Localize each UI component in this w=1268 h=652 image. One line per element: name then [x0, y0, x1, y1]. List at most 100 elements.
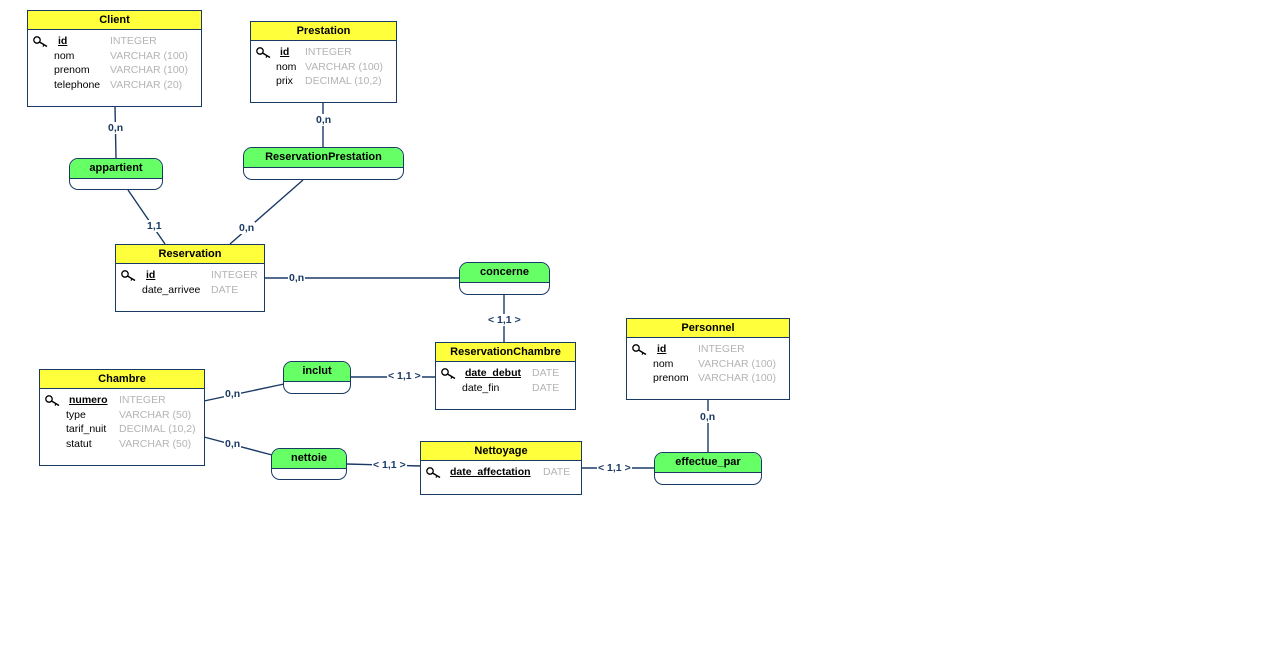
attribute-type: VARCHAR (100) — [110, 64, 188, 76]
association-title: ReservationPrestation — [244, 148, 403, 168]
entity-client[interactable]: Client id INTEGER nom VARCHAR (100) pren… — [27, 10, 202, 107]
key-icon — [121, 270, 136, 282]
attribute-name: date_fin — [462, 381, 500, 394]
cardinality-label: 0,n — [699, 411, 717, 423]
association-inclut[interactable]: inclut — [283, 361, 351, 394]
attribute-name: statut — [66, 437, 92, 450]
association-effectue-par[interactable]: effectue_par — [654, 452, 762, 485]
association-title: concerne — [460, 263, 549, 283]
attribute-name: date_affectation — [450, 466, 531, 478]
attribute-row: id INTEGER — [251, 46, 396, 61]
attribute-row: date_affectation DATE — [421, 466, 581, 481]
cardinality-label: 0,n — [224, 438, 242, 450]
entity-prestation[interactable]: Prestation id INTEGER nom VARCHAR (100) … — [250, 21, 397, 103]
attribute-name: prenom — [653, 372, 689, 384]
link-chambre-inclut — [203, 383, 285, 402]
entity-title: Reservation — [116, 245, 264, 264]
attribute-row: prenom VARCHAR (100) — [28, 64, 201, 79]
cardinality-label: 1,1 — [146, 220, 163, 232]
key-icon — [45, 395, 60, 407]
attribute-name: date_debut — [465, 367, 522, 379]
entity-title: Nettoyage — [421, 442, 581, 461]
attribute-name: nom — [653, 357, 674, 370]
attribute-name: nom — [54, 49, 75, 62]
attribute-name: date_arrivee — [142, 283, 201, 296]
attribute-name: id — [146, 269, 156, 281]
attribute-type: VARCHAR (100) — [305, 60, 383, 73]
association-reservation-prestation[interactable]: ReservationPrestation — [243, 147, 404, 180]
association-title: appartient — [70, 159, 162, 179]
attribute-name: telephone — [54, 78, 101, 91]
association-appartient[interactable]: appartient — [69, 158, 163, 190]
attribute-type: INTEGER — [305, 46, 352, 58]
attribute-type: VARCHAR (100) — [698, 372, 776, 384]
association-title: effectue_par — [655, 453, 761, 473]
key-icon — [632, 344, 647, 356]
key-icon — [426, 467, 441, 479]
key-icon — [33, 36, 48, 48]
attribute-row: id INTEGER — [28, 35, 201, 50]
cardinality-label: 0,n — [288, 272, 306, 284]
attribute-row: prix DECIMAL (10,2) — [251, 75, 396, 90]
cardinality-label: < 1,1 > — [372, 459, 407, 471]
attribute-name: id — [280, 46, 290, 58]
attribute-row: telephone VARCHAR (20) — [28, 79, 201, 94]
association-nettoie[interactable]: nettoie — [271, 448, 347, 480]
attribute-type: VARCHAR (50) — [119, 408, 192, 421]
attribute-row: statut VARCHAR (50) — [40, 438, 204, 453]
entity-reservation[interactable]: Reservation id INTEGER date_arrivee DATE — [115, 244, 265, 312]
attribute-type: INTEGER — [119, 394, 166, 406]
attribute-type: VARCHAR (50) — [119, 437, 192, 450]
attribute-row: numero INTEGER — [40, 394, 204, 409]
cardinality-label: 0,n — [107, 122, 125, 134]
attribute-row: id INTEGER — [627, 343, 789, 358]
attribute-row: prenom VARCHAR (100) — [627, 372, 789, 387]
entity-title: Personnel — [627, 319, 789, 338]
link-appartient-reservation — [127, 189, 166, 245]
attribute-row: id INTEGER — [116, 269, 264, 284]
attribute-name: type — [66, 408, 86, 421]
attribute-name: nom — [276, 60, 297, 73]
attribute-row: nom VARCHAR (100) — [28, 50, 201, 65]
entity-chambre[interactable]: Chambre numero INTEGER type VARCHAR (50)… — [39, 369, 205, 466]
attribute-row: date_debut DATE — [436, 367, 575, 382]
attribute-row: nom VARCHAR (100) — [251, 61, 396, 76]
attribute-type: DATE — [543, 466, 571, 478]
entity-title: ReservationChambre — [436, 343, 575, 362]
cardinality-label: 0,n — [238, 222, 256, 234]
key-icon — [256, 47, 271, 59]
attribute-type: DECIMAL (10,2) — [119, 423, 196, 435]
entity-reservation-chambre[interactable]: ReservationChambre date_debut DATE date_… — [435, 342, 576, 410]
key-icon — [441, 368, 456, 380]
attribute-name: id — [58, 35, 68, 47]
attribute-name: numero — [69, 394, 108, 406]
attribute-type: VARCHAR (100) — [698, 357, 776, 370]
entity-personnel[interactable]: Personnel id INTEGER nom VARCHAR (100) p… — [626, 318, 790, 400]
attribute-name: prenom — [54, 64, 90, 76]
attribute-type: INTEGER — [110, 35, 157, 47]
entity-nettoyage[interactable]: Nettoyage date_affectation DATE — [420, 441, 582, 495]
attribute-row: date_fin DATE — [436, 382, 575, 397]
association-concerne[interactable]: concerne — [459, 262, 550, 295]
association-title: nettoie — [272, 449, 346, 469]
entity-title: Chambre — [40, 370, 204, 389]
attribute-type: DECIMAL (10,2) — [305, 75, 382, 87]
attribute-row: date_arrivee DATE — [116, 284, 264, 299]
attribute-type: DATE — [211, 283, 239, 296]
cardinality-label: < 1,1 > — [487, 314, 522, 326]
association-title: inclut — [284, 362, 350, 382]
attribute-name: prix — [276, 75, 293, 87]
attribute-type: DATE — [532, 367, 560, 379]
cardinality-label: < 1,1 > — [387, 370, 422, 382]
cardinality-label: 0,n — [315, 114, 333, 126]
attribute-row: tarif_nuit DECIMAL (10,2) — [40, 423, 204, 438]
cardinality-label: 0,n — [224, 388, 242, 400]
attribute-name: id — [657, 343, 667, 355]
attribute-name: tarif_nuit — [66, 423, 107, 435]
attribute-type: INTEGER — [698, 343, 745, 355]
attribute-row: nom VARCHAR (100) — [627, 358, 789, 373]
entity-title: Prestation — [251, 22, 396, 41]
attribute-type: DATE — [532, 381, 560, 394]
attribute-row: type VARCHAR (50) — [40, 409, 204, 424]
attribute-type: VARCHAR (100) — [110, 49, 188, 62]
